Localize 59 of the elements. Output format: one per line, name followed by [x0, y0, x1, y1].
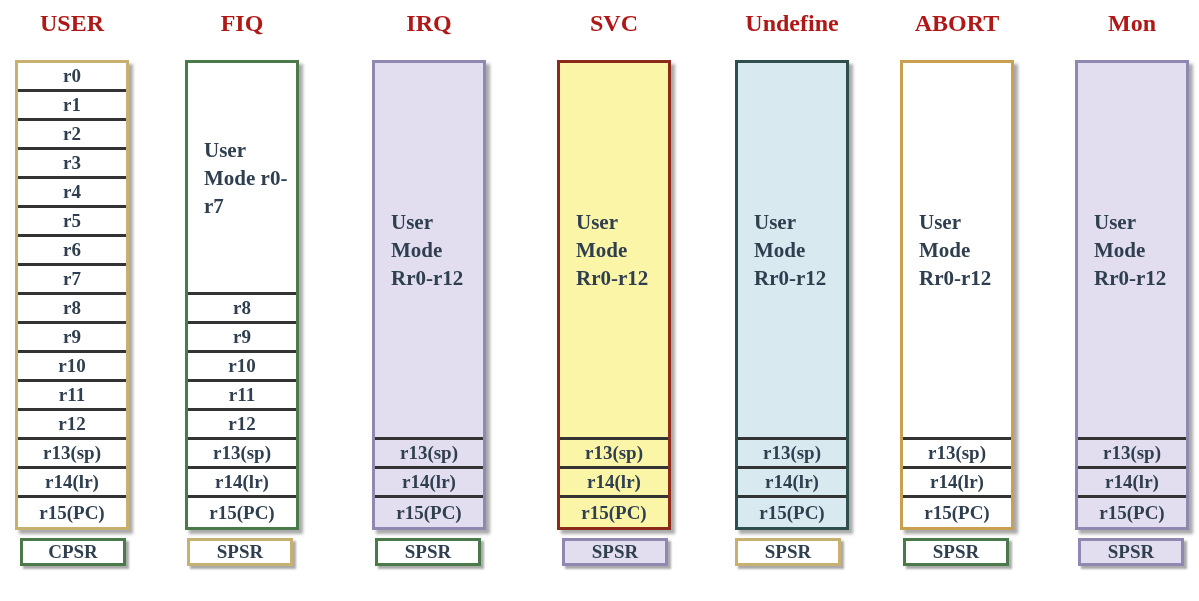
register-cell: r14(lr) [18, 469, 126, 498]
status-register-box: CPSR [20, 538, 126, 566]
register-cell: r12 [18, 411, 126, 440]
register-cell: r5 [18, 208, 126, 237]
register-cell: r15(PC) [188, 498, 296, 527]
register-cell: r15(PC) [903, 498, 1011, 527]
register-cell: r10 [18, 353, 126, 382]
register-cell: r15(PC) [560, 498, 668, 527]
register-cell: r15(PC) [738, 498, 846, 527]
shared-register-area: User Mode Rr0-r12 [1078, 63, 1186, 440]
register-cell: r15(PC) [375, 498, 483, 527]
register-cell: r9 [18, 324, 126, 353]
register-cell: r3 [18, 150, 126, 179]
status-register-box: SPSR [735, 538, 841, 566]
mode-heading: ABORT [913, 9, 1001, 38]
register-cell: r14(lr) [738, 469, 846, 498]
register-cell: r8 [188, 295, 296, 324]
status-register-box: SPSR [903, 538, 1009, 566]
register-cell: r1 [18, 92, 126, 121]
register-cell: r14(lr) [1078, 469, 1186, 498]
register-cell: r14(lr) [903, 469, 1011, 498]
register-cell: r0 [18, 63, 126, 92]
register-cell: r14(lr) [375, 469, 483, 498]
register-cell: r4 [18, 179, 126, 208]
register-cell: r2 [18, 121, 126, 150]
mode-heading: Mon [1107, 9, 1157, 38]
register-cell: r13(sp) [903, 440, 1011, 469]
status-register-box: SPSR [562, 538, 668, 566]
register-cell: r14(lr) [188, 469, 296, 498]
mode-heading: Undefine [744, 9, 840, 38]
mode-heading: SVC [589, 9, 639, 38]
shared-register-area: User Mode Rr0-r12 [903, 63, 1011, 440]
register-cell: r13(sp) [18, 440, 126, 469]
shared-register-area: User Mode Rr0-r12 [738, 63, 846, 440]
register-cell: r14(lr) [560, 469, 668, 498]
register-cell: r13(sp) [738, 440, 846, 469]
status-register-box: SPSR [187, 538, 293, 566]
register-cell: r8 [18, 295, 126, 324]
register-cell: r15(PC) [18, 498, 126, 527]
mode-heading: USER [39, 9, 106, 38]
register-cell: r6 [18, 237, 126, 266]
register-cell: r12 [188, 411, 296, 440]
register-cell: r11 [188, 382, 296, 411]
register-cell: r11 [18, 382, 126, 411]
shared-register-area: User Mode Rr0-r12 [560, 63, 668, 440]
shared-register-area: User Mode r0-r7 [188, 63, 296, 295]
register-cell: r13(sp) [375, 440, 483, 469]
register-cell: r7 [18, 266, 126, 295]
shared-register-area: User Mode Rr0-r12 [375, 63, 483, 440]
register-cell: r10 [188, 353, 296, 382]
register-cell: r13(sp) [188, 440, 296, 469]
mode-heading: IRQ [405, 9, 453, 38]
mode-heading: FIQ [219, 9, 265, 38]
status-register-box: SPSR [1078, 538, 1184, 566]
status-register-box: SPSR [375, 538, 481, 566]
register-cell: r9 [188, 324, 296, 353]
register-cell: r13(sp) [560, 440, 668, 469]
register-cell: r13(sp) [1078, 440, 1186, 469]
register-cell: r15(PC) [1078, 498, 1186, 527]
